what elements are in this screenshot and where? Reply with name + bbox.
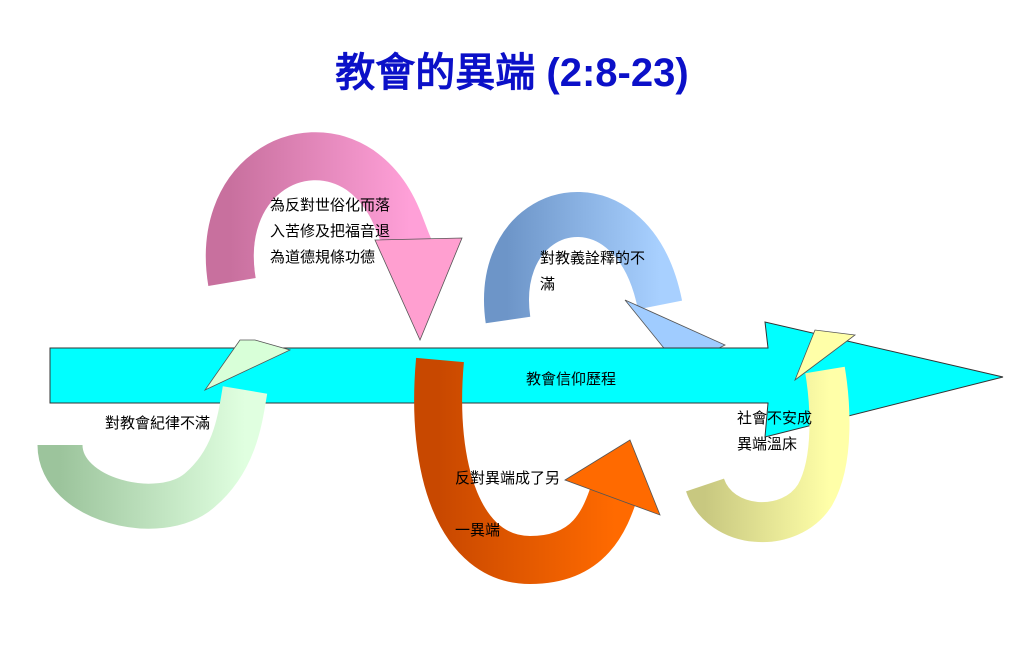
label-line: 滿 xyxy=(540,275,556,293)
label-line: 異端溫床 xyxy=(737,435,798,453)
arrow-discipline xyxy=(37,339,292,529)
label-line: 為反對世俗化而落 xyxy=(270,196,391,214)
label-line: 反對異端成了另 xyxy=(455,469,561,487)
label-line: 對教義詮釋的不 xyxy=(540,249,646,267)
label-heresy: 反對異端成了另 一異端 xyxy=(455,452,560,556)
arrow-secularism xyxy=(206,132,463,342)
label-line: 一異端 xyxy=(455,521,501,539)
label-line: 社會不安成 xyxy=(737,409,813,427)
arrow-society xyxy=(686,329,857,543)
label-line: 入苦修及把福音退 xyxy=(270,222,391,240)
arrow-heresy xyxy=(414,357,661,585)
label-line: 為道德規條功德 xyxy=(270,248,376,266)
page-title: 教會的異端 (2:8-23) xyxy=(335,51,689,95)
main-arrow-label: 教會信仰歷程 xyxy=(526,370,617,388)
label-secularism: 為反對世俗化而落 入苦修及把福音退 為道德規條功德 xyxy=(270,192,390,270)
label-discipline: 對教會紀律不滿 xyxy=(105,410,210,436)
label-society: 社會不安成 異端溫床 xyxy=(737,405,812,457)
label-line: 對教會紀律不滿 xyxy=(105,414,211,432)
label-doctrine: 對教義詮釋的不 滿 xyxy=(540,245,645,297)
